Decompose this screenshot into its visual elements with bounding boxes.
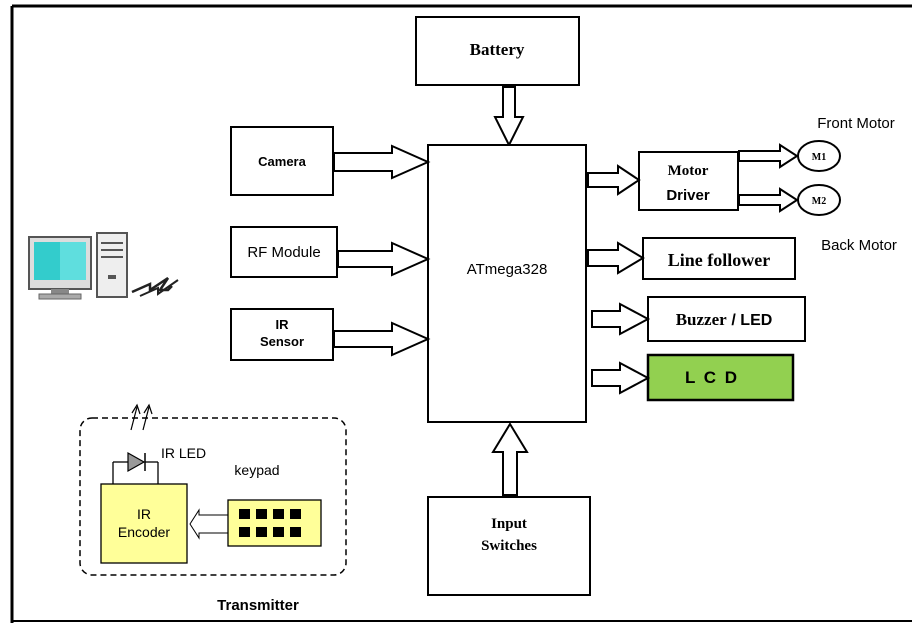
keypad-label: keypad [234,462,279,478]
line-follower-block: Line follower [642,237,796,280]
camera-block: Camera [230,126,334,196]
motor-m1: M1 [797,140,841,172]
ir-emission-icon [130,403,153,431]
line-follower-arrow [587,241,645,275]
camera-arrow [333,144,431,180]
mcu-to-driver-arrow [587,164,641,196]
motor-m2-label: M2 [812,196,826,207]
driver-to-m1-arrow [738,143,799,169]
ir-encoder-block: IR Encoder [100,483,188,564]
lcd-label: L C D [685,368,739,387]
back-motor-label: Back Motor [821,237,897,254]
lcd-block: L C D [646,353,795,402]
transmitter-label: Transmitter [217,597,299,614]
buzzer-led-label: Buzzer / LED [676,310,773,329]
input-switches-label-line1: Input [491,516,527,532]
driver-to-m2-arrow [738,187,799,213]
transmitter-panel [79,417,347,576]
keypad-keys [239,509,301,537]
motor-driver-block: Motor Driver [638,151,739,211]
lcd-arrow [591,361,651,395]
battery-block: Battery [415,16,580,86]
keypad-to-encoder-arrow [189,508,229,540]
ir-sensor-label-line2: Sensor [260,334,304,349]
front-motor-label: Front Motor [817,115,895,132]
computer-icon [28,232,128,300]
motor-icon [797,184,841,216]
input-switches-arrow [491,422,529,496]
motor-driver-label-line2: Driver [666,187,710,204]
ir-encoder-label-line2: Encoder [118,524,170,540]
ir-sensor-block: IR Sensor [230,308,334,361]
rf-module-arrow [337,241,431,277]
motor-icon [797,140,841,172]
motor-driver-label-line1: Motor [668,163,709,179]
mcu-block: ATmega328 [427,144,587,423]
rf-module-block: RF Module [230,226,338,278]
buzzer-arrow [591,302,651,336]
ir-led-icon [112,451,159,484]
line-follower-label: Line follower [668,250,770,270]
ir-sensor-arrow [333,321,431,357]
keypad-block [227,499,322,547]
input-switches-label-line2: Switches [481,538,537,554]
mcu-label: ATmega328 [467,261,548,278]
ir-encoder-label-line1: IR [137,506,151,522]
camera-label: Camera [258,154,306,169]
battery-label: Battery [470,40,525,59]
motor-m2: M2 [797,184,841,216]
ir-sensor-label-line1: IR [276,317,290,332]
input-switches-block: Input Switches [427,496,591,596]
led-label: / LED [731,312,772,329]
buzzer-label: Buzzer [676,310,727,329]
wireless-signal-icon [131,276,179,297]
ir-led-label: IR LED [161,445,206,461]
rf-module-label: RF Module [247,244,320,261]
buzzer-led-block: Buzzer / LED [647,296,806,342]
motor-m1-label: M1 [812,152,826,163]
battery-arrow [493,86,525,148]
